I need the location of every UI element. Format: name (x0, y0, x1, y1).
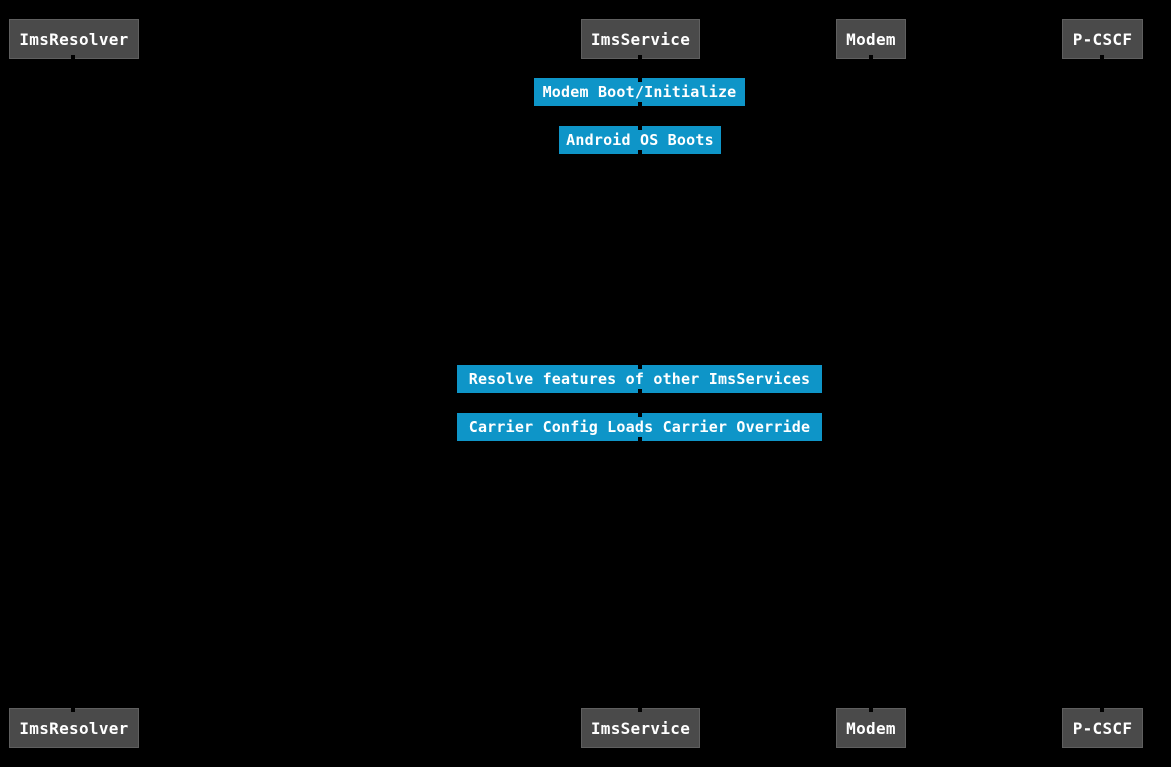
actor-bottom-imsservice: ImsService (581, 708, 700, 748)
actor-top-pcscf: P-CSCF (1062, 19, 1143, 59)
note-modem-boot-initialize: Modem Boot/Initialize (534, 78, 745, 106)
note-label: Android OS Boots (566, 131, 714, 149)
actor-bottom-pcscf: P-CSCF (1062, 708, 1143, 748)
lifeline-tick (71, 55, 75, 63)
actor-top-imsservice: ImsService (581, 19, 700, 59)
lifeline-tick (638, 389, 642, 397)
lifeline-tick (638, 361, 642, 369)
lifeline-imsresolver (73, 59, 74, 708)
lifeline-tick (1100, 704, 1104, 712)
actor-label: Modem (846, 29, 896, 49)
lifeline-tick (638, 409, 642, 417)
actor-bottom-modem: Modem (836, 708, 906, 748)
actor-label: P-CSCF (1072, 718, 1133, 738)
lifeline-tick (638, 704, 642, 712)
actor-top-modem: Modem (836, 19, 906, 59)
lifeline-tick (71, 704, 75, 712)
note-label: Modem Boot/Initialize (542, 83, 737, 101)
lifeline-tick (638, 74, 642, 82)
actor-label: Modem (846, 718, 896, 738)
actor-label: ImsResolver (19, 718, 129, 738)
lifeline-tick (638, 122, 642, 130)
lifeline-tick (869, 55, 873, 63)
actor-top-imsresolver: ImsResolver (9, 19, 139, 59)
lifeline-tick (638, 102, 642, 110)
note-resolve-features: Resolve features of other ImsServices (457, 365, 822, 393)
lifeline-tick (869, 704, 873, 712)
actor-label: P-CSCF (1072, 29, 1133, 49)
actor-bottom-imsresolver: ImsResolver (9, 708, 139, 748)
note-android-os-boots: Android OS Boots (559, 126, 721, 154)
lifeline-tick (638, 150, 642, 158)
note-label: Carrier Config Loads Carrier Override (468, 418, 811, 436)
actor-label: ImsResolver (19, 29, 129, 49)
lifeline-tick (638, 437, 642, 445)
lifeline-modem (871, 59, 872, 708)
lifeline-pcscf (1102, 59, 1103, 708)
actor-label: ImsService (590, 29, 691, 49)
lifeline-tick (1100, 55, 1104, 63)
note-label: Resolve features of other ImsServices (468, 370, 811, 388)
actor-label: ImsService (590, 718, 691, 738)
lifeline-tick (638, 55, 642, 63)
note-carrier-config-override: Carrier Config Loads Carrier Override (457, 413, 822, 441)
